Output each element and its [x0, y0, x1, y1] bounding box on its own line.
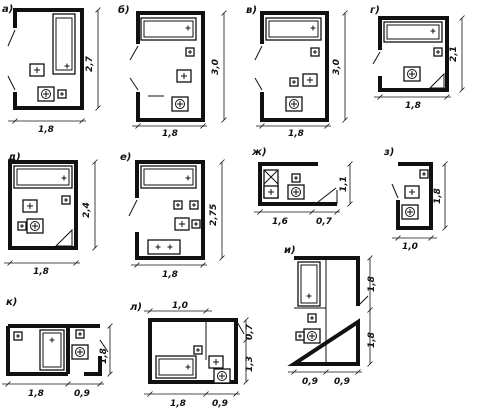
- plan-b-width: 1,8: [162, 129, 178, 139]
- plan-k-width2: 0,9: [74, 389, 90, 399]
- plan-i-label: и): [284, 245, 296, 256]
- plan-i-height1: 1,8: [367, 276, 377, 292]
- plan-k: к) 1,8 1,8 0,9: [2, 297, 113, 399]
- plan-zh: ж) 1,1 1,6 0,7: [251, 147, 353, 227]
- plan-v-height: 3,0: [332, 59, 342, 75]
- plan-a-label: а): [2, 4, 13, 15]
- plan-g-width: 1,8: [405, 101, 421, 111]
- plan-z-height: 1,8: [433, 188, 443, 204]
- plan-a-width: 1,8: [38, 125, 54, 135]
- plan-k-label: к): [6, 297, 17, 308]
- plan-e-height: 2,75: [209, 204, 219, 226]
- plan-d-width: 1,8: [33, 267, 49, 277]
- plan-e-width: 1,8: [162, 270, 178, 280]
- plan-l-width1: 1,8: [170, 399, 186, 408]
- plan-i-width2: 0,9: [334, 377, 350, 387]
- plan-e-label: е): [120, 152, 131, 163]
- plan-k-height: 1,8: [99, 348, 109, 364]
- plan-d-height: 2,4: [82, 202, 92, 218]
- plan-l: л) 1,0 0,7 1,3 1,8 0,9: [130, 301, 255, 409]
- plan-l-top: 1,0: [172, 301, 188, 311]
- plan-k-width1: 1,8: [28, 389, 44, 399]
- plan-e: е) 2,75 1,8: [120, 152, 225, 280]
- plan-b-height: 3,0: [211, 59, 221, 75]
- plan-i-height2: 1,8: [367, 332, 377, 348]
- plan-i: и) 1,8 1,8 0,9 0,9: [284, 245, 377, 387]
- plan-b-label: б): [118, 4, 130, 16]
- plan-a-height: 2,7: [85, 55, 95, 72]
- plan-zh-width2: 0,7: [316, 217, 333, 227]
- plan-z-width: 1,0: [402, 242, 418, 252]
- plan-zh-width1: 1,6: [272, 217, 288, 227]
- plan-b: б) 3,0 1,8: [118, 4, 227, 139]
- plan-l-height1: 0,7: [245, 323, 255, 340]
- plan-l-height2: 1,3: [245, 356, 255, 372]
- plan-g-height: 2,1: [449, 46, 459, 62]
- plan-v: в) 3,0 1,8: [246, 5, 348, 139]
- plan-z: з) 1,8 1,0: [383, 147, 448, 252]
- plan-zh-height: 1,1: [339, 176, 349, 192]
- plan-z-label: з): [383, 147, 394, 158]
- plan-l-width2: 0,9: [212, 399, 228, 408]
- plan-g: г) 2,1 1,8: [370, 5, 465, 111]
- plan-a: а) 2,7 1,8: [2, 4, 101, 135]
- plan-l-label: л): [130, 302, 142, 313]
- plan-d: д) 2,4 1,8: [4, 152, 98, 277]
- plan-g-label: г): [370, 5, 380, 16]
- plan-d-label: д): [7, 152, 21, 163]
- plan-i-width1: 0,9: [302, 377, 318, 387]
- plan-zh-label: ж): [251, 147, 267, 158]
- plan-v-label: в): [246, 5, 257, 16]
- plan-v-width: 1,8: [288, 129, 304, 139]
